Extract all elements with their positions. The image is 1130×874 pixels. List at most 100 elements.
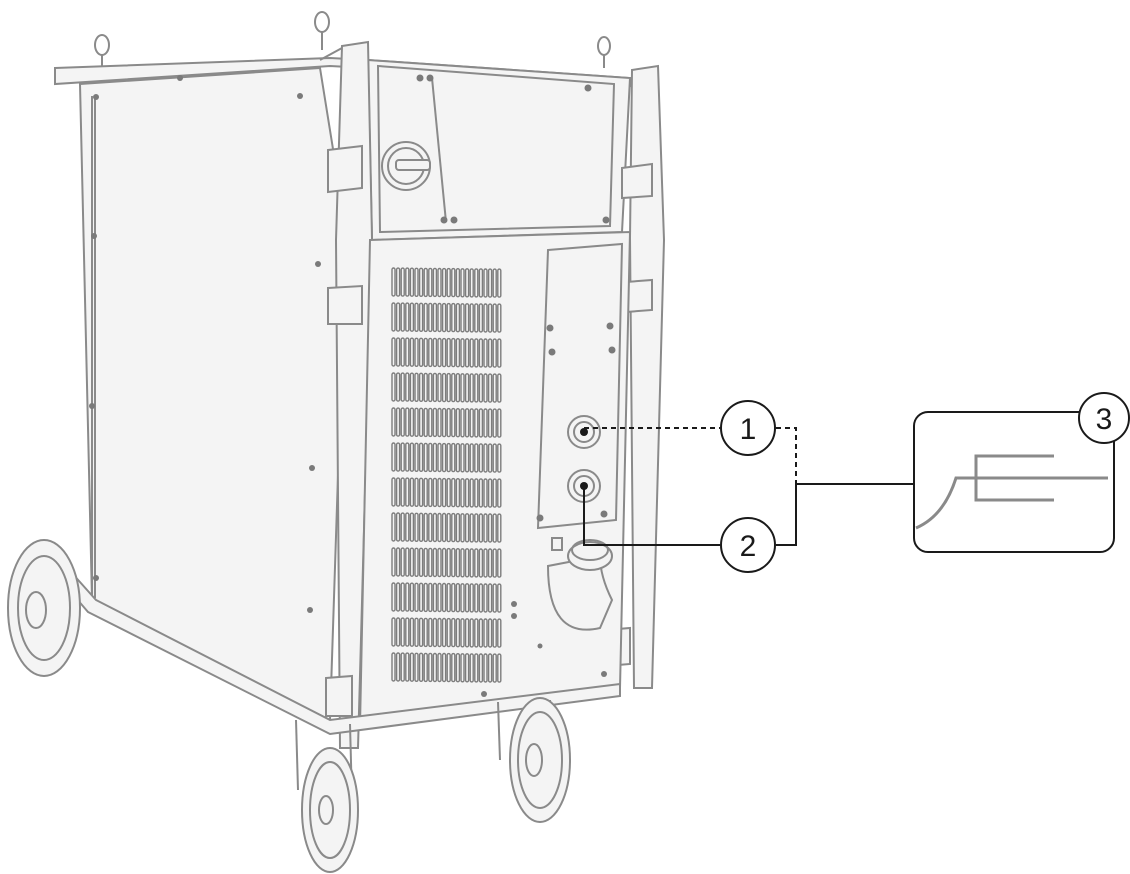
vent-slot — [474, 513, 479, 543]
vent-slot — [497, 268, 502, 298]
vent-slot — [483, 548, 488, 578]
vent-slot — [441, 512, 447, 543]
vent-slot — [469, 513, 474, 543]
vent-slot — [469, 618, 474, 648]
vent-slot — [464, 408, 470, 438]
vent-slot — [391, 372, 396, 402]
vent-slot — [464, 338, 470, 368]
vent-slot — [400, 372, 405, 402]
vent-slot — [414, 512, 419, 542]
vent-slot — [464, 478, 470, 508]
vent-slot — [391, 512, 396, 542]
vent-slot — [474, 338, 479, 368]
vent-slot — [497, 548, 502, 578]
vent-slot — [464, 583, 470, 613]
vent-slot — [469, 478, 474, 508]
vent-slot — [432, 302, 438, 333]
vent-slot — [441, 407, 447, 438]
socket-1-icon — [567, 415, 601, 449]
vent-slot — [409, 337, 415, 367]
vent-slot — [497, 583, 502, 613]
callout-2: 2 — [720, 517, 776, 573]
vent-slot — [469, 268, 474, 298]
vent-slot — [428, 442, 433, 473]
vent-slot — [483, 373, 488, 403]
vent-slot — [460, 408, 465, 438]
vent-slot — [492, 373, 497, 403]
vent-slot — [497, 303, 502, 333]
vent-slot — [487, 408, 493, 438]
vent-slot — [423, 302, 428, 333]
callout-1-label: 1 — [740, 413, 757, 446]
vent-slot — [437, 477, 442, 508]
vent-slot — [391, 442, 396, 472]
vent-slot — [464, 513, 470, 543]
vent-slot — [400, 442, 405, 472]
device-plug-icon — [915, 454, 1108, 530]
vent-slot — [469, 373, 474, 403]
vent-slot — [441, 652, 447, 683]
vent-slot — [478, 443, 484, 473]
vent-slot — [423, 372, 428, 403]
vent-slot — [418, 652, 424, 682]
vent-slot — [441, 547, 447, 578]
vent-slot — [414, 407, 419, 437]
vent-slot — [492, 583, 497, 613]
vent-slot — [460, 653, 465, 683]
vent-slot — [395, 617, 401, 647]
vent-slot — [451, 547, 456, 578]
vent-slot — [460, 373, 465, 403]
lifting-eyes — [94, 11, 611, 68]
leader-1-branch — [776, 427, 797, 484]
vent-slot — [405, 652, 410, 682]
vent-slot — [474, 408, 479, 438]
vent-slot — [405, 442, 410, 472]
vent-slot — [400, 512, 405, 542]
vent-slot — [441, 442, 447, 473]
vent-slot — [395, 512, 401, 542]
frame-clips — [325, 144, 653, 717]
vent-slot — [391, 267, 396, 297]
vent-slot — [414, 302, 419, 332]
vent-slot — [423, 512, 428, 543]
vent-slot — [418, 337, 424, 367]
vent-slot — [469, 408, 474, 438]
vent-slot — [414, 582, 419, 612]
vent-slot — [451, 442, 456, 473]
vent-slot — [428, 372, 433, 403]
vent-slot — [478, 618, 484, 648]
vent-slot — [446, 652, 451, 683]
vent-slot — [400, 652, 405, 682]
vent-slot — [391, 477, 396, 507]
vent-slot — [423, 337, 428, 368]
ventilation-grille — [391, 267, 502, 683]
vent-slot — [418, 477, 424, 507]
vent-slot — [409, 512, 415, 542]
vent-slot — [441, 617, 447, 648]
vent-slot — [428, 512, 433, 543]
vent-slot — [483, 513, 488, 543]
vent-slot — [423, 477, 428, 508]
vent-slot — [478, 373, 484, 403]
vent-slot — [478, 513, 484, 543]
vent-slot — [455, 338, 461, 368]
cable-gland-icon — [546, 537, 614, 631]
vent-slot — [437, 302, 442, 333]
vent-slot — [474, 618, 479, 648]
vent-slot — [409, 302, 415, 332]
callout-2-label: 2 — [740, 530, 757, 563]
vent-slot — [478, 303, 484, 333]
vent-slot — [418, 582, 424, 612]
vent-slot — [432, 512, 438, 543]
vent-slot — [395, 337, 401, 367]
vent-slot — [405, 512, 410, 542]
vent-slot — [414, 337, 419, 367]
vent-slot — [446, 407, 451, 438]
vent-slot — [423, 407, 428, 438]
vent-slot — [400, 617, 405, 647]
vent-slot — [492, 653, 497, 683]
vent-slot — [451, 617, 456, 648]
vent-slot — [437, 372, 442, 403]
vent-slot — [437, 267, 442, 298]
